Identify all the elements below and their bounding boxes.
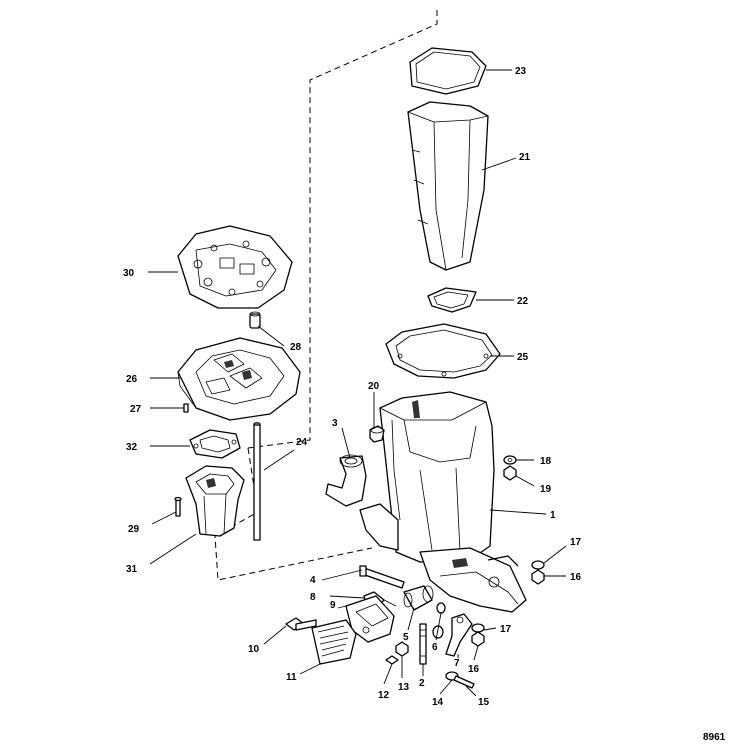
callout-20: 20 <box>368 381 380 392</box>
figure-id: 8961 <box>703 732 726 743</box>
callout-30: 30 <box>123 268 135 279</box>
part-10-screw <box>285 617 317 631</box>
part-14-fitting <box>432 625 444 639</box>
part-1-driveshaft-housing <box>359 391 527 613</box>
callout-2: 2 <box>419 678 425 689</box>
callout-18: 18 <box>540 456 552 467</box>
callout-27: 27 <box>130 404 142 415</box>
callout-12: 12 <box>378 690 390 701</box>
part-5-fitting <box>403 585 434 611</box>
callout-6: 6 <box>432 642 438 653</box>
callout-19: 19 <box>540 484 552 495</box>
callout-labels: 23 21 22 25 20 3 18 19 1 17 16 17 16 15 … <box>123 66 582 708</box>
callout-28: 28 <box>290 342 302 353</box>
callout-21: 21 <box>519 152 531 163</box>
part-18-washer <box>503 455 517 465</box>
part-16-nut-upper <box>531 569 545 585</box>
callout-16-lower: 16 <box>468 664 480 675</box>
callout-7: 7 <box>454 658 460 669</box>
callout-8: 8 <box>310 592 316 603</box>
part-32-gasket <box>189 429 241 459</box>
callout-14: 14 <box>432 697 444 708</box>
callout-31: 31 <box>126 564 138 575</box>
callout-16-upper: 16 <box>570 572 582 583</box>
callout-4: 4 <box>310 575 316 586</box>
callout-25: 25 <box>517 352 529 363</box>
part-25-gasket <box>385 323 501 379</box>
part-28-dowel <box>249 311 261 329</box>
part-12-screw <box>385 655 399 665</box>
part-21-exhaust-tube <box>407 101 489 271</box>
part-13-nut <box>395 641 409 657</box>
part-20-fitting <box>369 425 385 443</box>
callout-17-lower: 17 <box>500 624 512 635</box>
callout-23: 23 <box>515 66 527 77</box>
callout-10: 10 <box>248 644 260 655</box>
part-27-pin <box>183 403 189 413</box>
part-16-nut-lower <box>471 631 485 647</box>
leader-lines <box>148 69 567 697</box>
part-19-nut <box>503 465 517 481</box>
callout-17-upper: 17 <box>570 537 582 548</box>
callout-24: 24 <box>296 437 308 448</box>
callout-3: 3 <box>332 418 338 429</box>
part-17-washer-upper <box>531 560 545 570</box>
part-6-washer <box>436 602 446 614</box>
part-23-gasket <box>409 47 487 95</box>
callout-15: 15 <box>478 697 490 708</box>
part-24-rod <box>253 422 261 541</box>
part-17-washer-lower <box>471 623 485 633</box>
callout-1: 1 <box>550 510 556 521</box>
callout-32: 32 <box>126 442 138 453</box>
callout-5: 5 <box>403 632 409 643</box>
part-11-anode <box>311 619 357 665</box>
callout-13: 13 <box>398 682 410 693</box>
part-3-elbow <box>325 454 367 507</box>
callout-11: 11 <box>286 672 297 683</box>
part-2-stud <box>419 623 427 665</box>
part-26-adapter-plate <box>177 337 301 421</box>
part-4-bolt <box>359 565 405 589</box>
part-22-seal <box>427 287 477 313</box>
part-29-screw <box>174 496 182 517</box>
part-7-strap <box>445 613 473 657</box>
part-30-gasket <box>177 225 293 309</box>
part-31-exhaust-housing <box>185 465 245 537</box>
part-15-screw <box>445 671 475 689</box>
callout-9: 9 <box>330 600 336 611</box>
callout-26: 26 <box>126 374 138 385</box>
callout-22: 22 <box>517 296 529 307</box>
callout-29: 29 <box>128 524 140 535</box>
